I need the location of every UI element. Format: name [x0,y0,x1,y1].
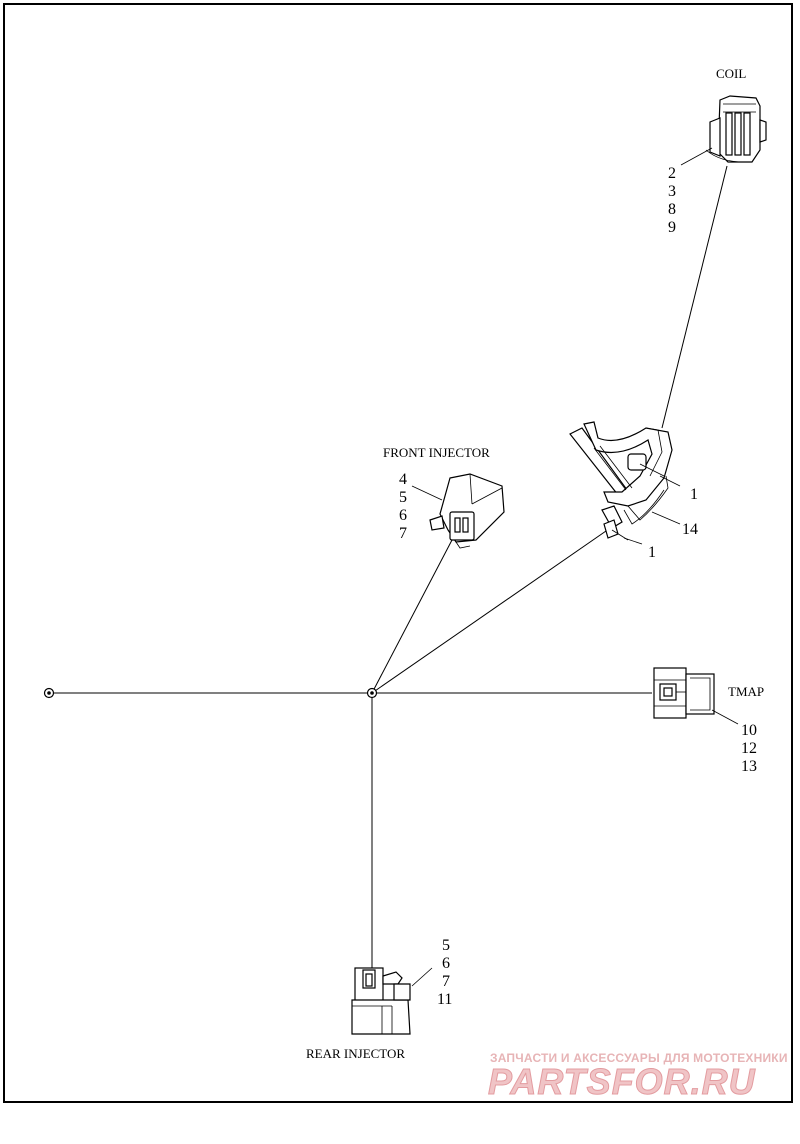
left-terminal-node [43,687,55,699]
front-injector-callout-leader [411,485,443,501]
harness-bracket [569,421,673,541]
coil-label: COIL [716,66,746,81]
bracket-callout-1-leader [659,475,681,487]
bracket-callout-1: 1 [690,486,698,503]
coil-connector [705,95,767,163]
coil-callout-2: 3 [668,183,676,200]
rear-injector-label: REAR INJECTOR [306,1046,405,1061]
front-injector-callout-3: 6 [399,507,407,524]
coil-callout-leader [680,147,713,166]
front-injector-callout-4: 7 [399,525,407,542]
bracket-callout-1b: 1 [648,544,656,561]
tmap-connector [653,667,715,719]
tmap-label: TMAP [728,684,764,699]
front-injector-connector [429,473,505,549]
watermark-tagline: ЗАПЧАСТИ И АКСЕССУАРЫ ДЛЯ МОТОТЕХНИКИ [490,1051,788,1065]
harness-junction-node [366,687,378,699]
tmap-callout-leader [711,709,739,725]
harness-wires [49,165,728,968]
rear-injector-callout-leader [411,967,433,987]
bracket-callout-14: 14 [682,521,698,538]
rear-injector-callout-3: 7 [442,973,450,990]
rear-injector-callout-4: 11 [437,991,452,1008]
rear-injector-callout-2: 6 [442,955,450,972]
bracket-callout-14-leader [651,511,681,525]
front-injector-callout-2: 5 [399,489,407,506]
rear-injector-callout-1: 5 [442,937,450,954]
watermark-logo: PARTSFOR.RU [488,1061,756,1102]
wire-front-injector-branch [371,539,453,694]
diagram-frame [3,3,793,1103]
coil-callout-3: 8 [668,201,676,218]
bracket-callout-1b-leader [623,537,643,545]
tmap-callout-3: 13 [741,758,757,775]
coil-callout-4: 9 [668,219,676,236]
rear-injector-connector [351,967,411,1035]
coil-callout-1: 2 [668,165,676,182]
front-injector-callout-1: 4 [399,471,407,488]
tmap-callout-1: 10 [741,722,757,739]
wire-coil-branch [661,165,728,429]
wire-bracket-branch [371,530,607,694]
tmap-callout-2: 12 [741,740,757,757]
front-injector-label: FRONT INJECTOR [383,445,490,460]
